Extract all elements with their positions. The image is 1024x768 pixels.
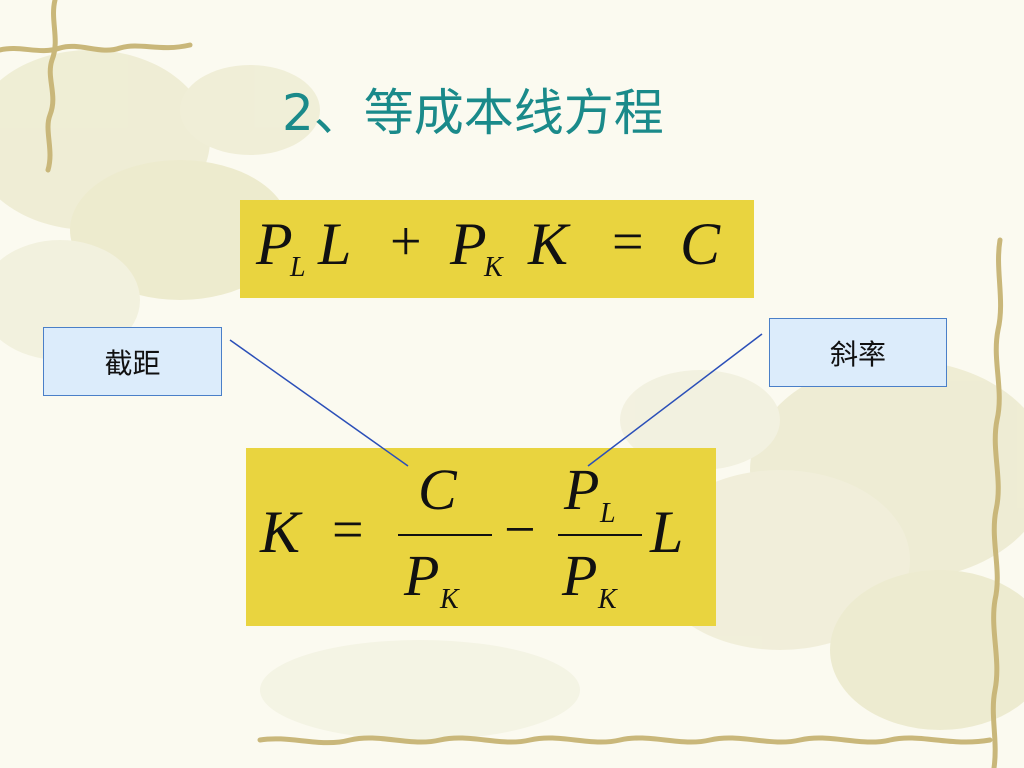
symbol-p: P xyxy=(450,211,487,277)
intercept-label: 截距 xyxy=(104,346,161,380)
symbol-c: C xyxy=(680,211,721,277)
symbol-k: K xyxy=(528,211,569,277)
symbol-l: L xyxy=(318,211,352,277)
denominator-p: P xyxy=(404,543,440,608)
symbol-p: P xyxy=(256,211,293,277)
minus-operator: − xyxy=(504,499,536,561)
equals-operator: = xyxy=(612,211,644,273)
slope-label: 斜率 xyxy=(829,337,886,371)
symbol-k: K xyxy=(260,499,301,565)
symbol-l: L xyxy=(650,499,684,565)
slope-callout: 斜率 xyxy=(769,318,947,387)
subscript-k: K xyxy=(484,252,503,283)
plus-operator: + xyxy=(390,211,422,273)
equals-operator: = xyxy=(332,499,364,561)
isocost-slope-intercept-box: K = C P K − P L P K L xyxy=(246,448,716,626)
subscript-k: K xyxy=(440,584,459,615)
isocost-equation-box: P L L + P K K = C xyxy=(240,200,754,298)
page-title: 2、等成本线方程 xyxy=(282,84,664,142)
numerator-c: C xyxy=(418,457,457,522)
denominator-p: P xyxy=(562,543,598,608)
intercept-callout: 截距 xyxy=(43,327,222,396)
fraction-bar xyxy=(558,534,642,536)
subscript-l: L xyxy=(600,498,616,529)
numerator-p: P xyxy=(564,457,600,522)
subscript-l: L xyxy=(290,252,306,283)
subscript-k: K xyxy=(598,584,617,615)
fraction-bar xyxy=(398,534,492,536)
